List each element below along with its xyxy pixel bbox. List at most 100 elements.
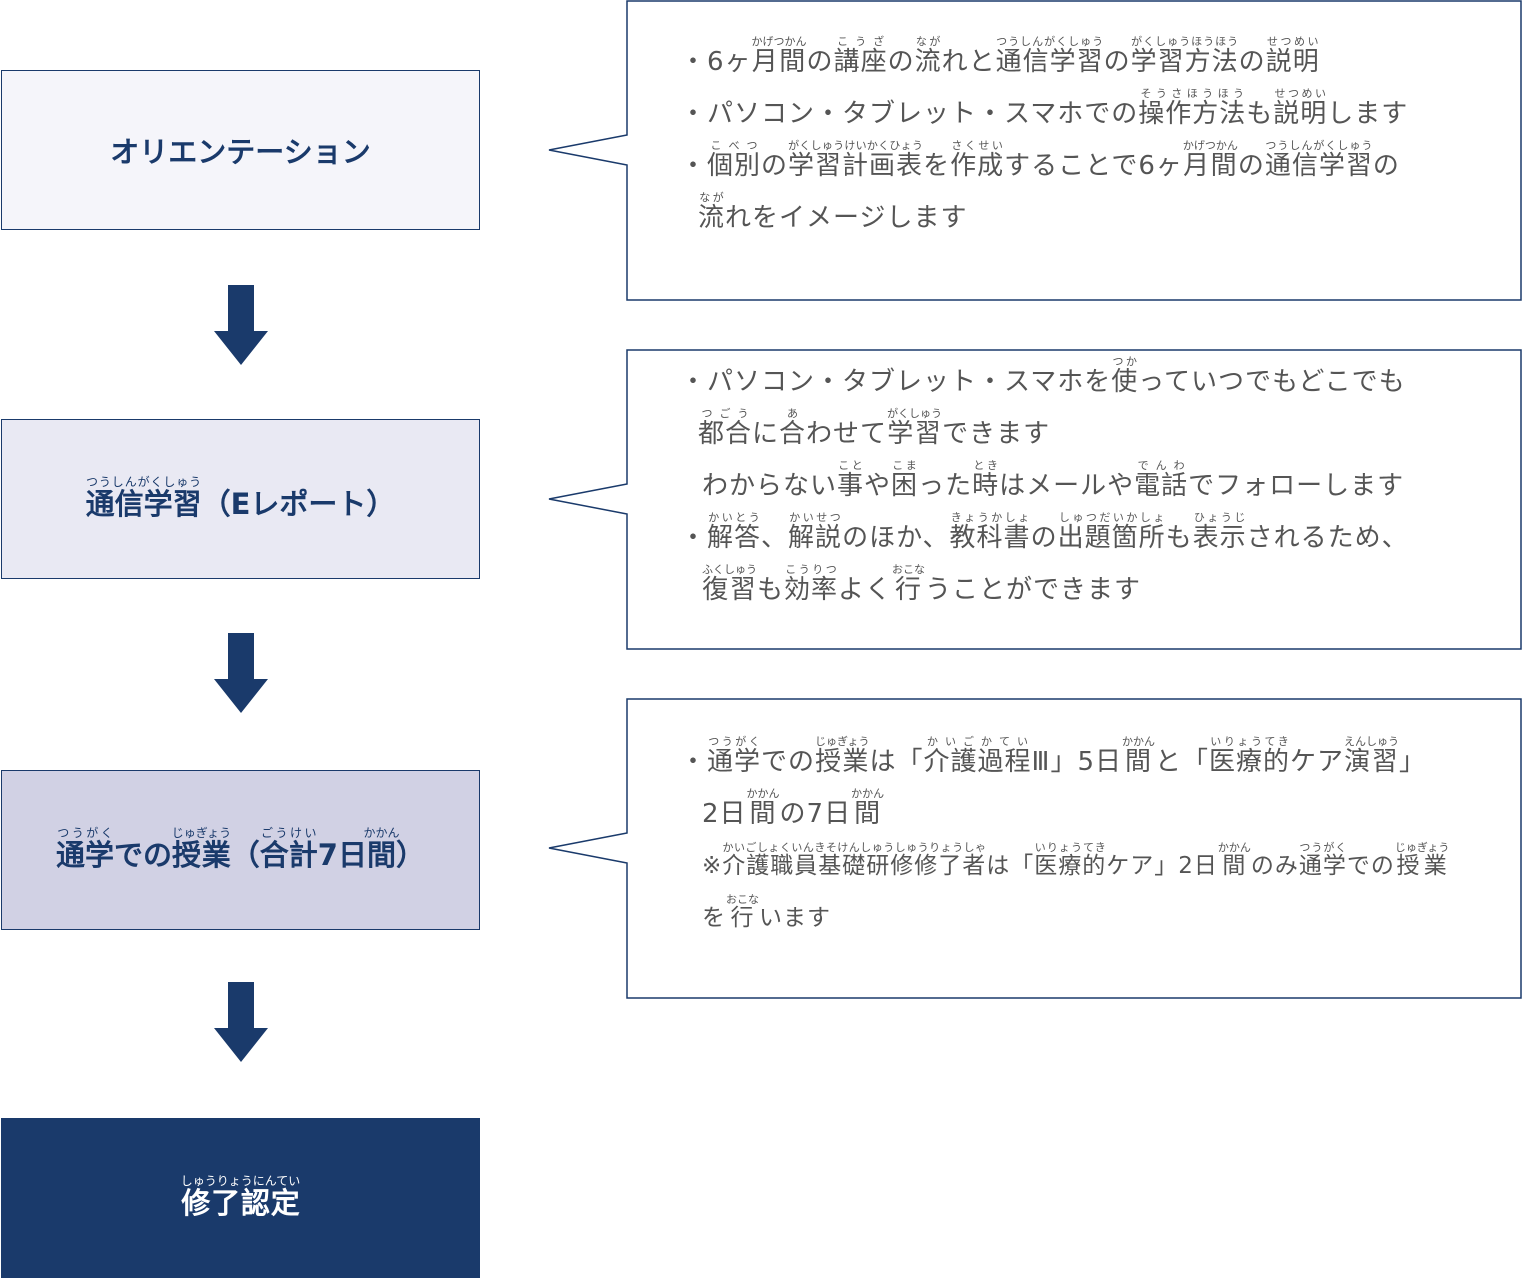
text-segment: ・パソコン・タブレット・スマホを [680, 367, 1112, 397]
text-segment: ・パソコン・タブレット・スマホでの [680, 99, 1139, 129]
ruby-text: 教科書きょうかしょ [949, 511, 1031, 553]
ruby-text: 通学つうがく [1298, 841, 1347, 879]
ruby-text: 効率こうりつ [784, 563, 839, 605]
furigana: せつめい [1265, 35, 1320, 48]
text-segment: よく [838, 575, 893, 605]
ruby-text: 電話でんわ [1134, 459, 1189, 501]
ruby-text: 通学つうがく [56, 826, 115, 872]
step-title: 通学つうがくでの授業じゅぎょう（合計ごうけい7日間かかん） [56, 826, 425, 874]
ruby-text: 月間かげつかん [751, 35, 807, 77]
ruby-text: 困こま [891, 459, 919, 501]
text-segment: のほか、 [842, 523, 950, 553]
text-segment: （ [230, 838, 260, 872]
furigana: かいごかてい [923, 735, 1032, 748]
furigana: きょうかしょ [949, 511, 1031, 524]
ruby-text: 授業じゅぎょう [171, 826, 232, 872]
ruby-text: 間かかん [1217, 841, 1251, 879]
text-segment: れをイメージします [725, 203, 968, 233]
speech-bubble-border [548, 698, 1522, 999]
ruby-text: 間かかん [851, 787, 885, 829]
text-segment: の [1103, 47, 1131, 77]
furigana: かいせつ [788, 511, 843, 524]
text-segment: します [1327, 99, 1409, 129]
text-segment: の [1372, 151, 1400, 181]
text-segment: も [757, 575, 785, 605]
furigana: こうりつ [784, 563, 839, 576]
ruby-text: 介護過程かいごかてい [923, 735, 1032, 777]
ruby-text: 月間かげつかん [1182, 139, 1238, 181]
step-title: 修了認定しゅうりょうにんてい [181, 1174, 300, 1222]
text-segment: の7日 [779, 799, 852, 829]
text-segment: は「 [869, 747, 924, 777]
step-classroom-lessons: 通学つうがくでの授業じゅぎょう（合計ごうけい7日間かかん） [1, 770, 480, 930]
ruby-text: 都合つごう [698, 407, 753, 449]
down-arrow-icon [214, 285, 268, 365]
bullet-line: を行おこないます [680, 892, 1449, 944]
text-segment: と「 [1155, 747, 1210, 777]
step-title: オリエンテーション [110, 129, 370, 171]
ruby-text: 操作方法そうさほうほう [1138, 87, 1247, 129]
ruby-text: 表示ひょうじ [1192, 511, 1247, 553]
ruby-text: 介護職員基礎研修修了者かいごしょくいんきそけんしゅうしゅうりょうしゃ [722, 841, 987, 879]
step-title: 通信学習つうしんがくしゅう（Eレポート） [86, 475, 396, 523]
text-segment: ） [395, 838, 425, 872]
text-segment: っていつでもどこでも [1138, 367, 1406, 397]
callout-orientation: ・6ヶ月間かげつかんの講座こうざの流ながれと通信学習つうしんがくしゅうの学習方法… [548, 0, 1522, 302]
ruby-text: 使つか [1111, 355, 1139, 397]
ruby-text: 説明せつめい [1265, 35, 1320, 77]
text-segment: に [752, 419, 780, 449]
text-segment: できます [942, 419, 1051, 449]
furigana: こうざ [833, 35, 888, 48]
text-segment: ・ [680, 523, 708, 553]
furigana: がくしゅうけいかくひょう [788, 139, 924, 152]
ruby-text: 通信学習つうしんがくしゅう [85, 475, 202, 521]
furigana: かげつかん [1182, 139, 1238, 152]
ruby-text: 流なが [698, 191, 726, 233]
ruby-text: 合計ごうけい [259, 826, 318, 872]
step-correspondence-study: 通信学習つうしんがくしゅう（Eレポート） [1, 419, 480, 579]
furigana: ごうけい [259, 826, 318, 840]
text-segment: や [864, 471, 892, 501]
bullet-line: ・パソコン・タブレット・スマホでの操作方法そうさほうほうも説明せつめいします [680, 87, 1409, 140]
furigana: つうしんがくしゅう [1264, 139, 1373, 152]
ruby-text: 修了認定しゅうりょうにんてい [180, 1174, 301, 1220]
ruby-text: 復習ふくしゅう [702, 563, 757, 605]
speech-bubble-border [548, 0, 1522, 301]
furigana: つうがく [1298, 841, 1347, 854]
furigana: がくしゅう [887, 407, 943, 420]
callout-correspondence-study: ・パソコン・タブレット・スマホを使つかっていつでもどこでも都合つごうに合あわせて… [548, 349, 1522, 651]
ruby-text: 作成さくせい [950, 139, 1005, 181]
furigana: かかん [1122, 735, 1155, 748]
furigana: かいとう [707, 511, 762, 524]
ruby-text: 学習計画表がくしゅうけいかくひょう [788, 139, 924, 181]
furigana: じゅぎょう [815, 735, 870, 748]
ruby-text: 学習方法がくしゅうほうほう [1130, 35, 1239, 77]
ruby-text: 通信学習つうしんがくしゅう [995, 35, 1104, 77]
furigana: かかん [851, 787, 885, 800]
text-segment: ケア [1290, 747, 1345, 777]
bullet-line: ・6ヶ月間かげつかんの講座こうざの流ながれと通信学習つうしんがくしゅうの学習方法… [680, 35, 1408, 88]
text-segment: Ⅲ」5日 [1031, 747, 1122, 777]
text-segment: います [759, 905, 831, 931]
text-segment: （Eレポート） [201, 487, 396, 521]
furigana: こま [891, 459, 919, 472]
text-segment: も [1165, 523, 1193, 553]
text-segment: でフォローします [1188, 471, 1405, 501]
ruby-text: 通学つうがく [707, 735, 762, 777]
text-segment: 7日 [317, 838, 367, 872]
furigana: かかん [363, 826, 400, 840]
text-segment: ・ [680, 747, 708, 777]
furigana: せつめい [1273, 87, 1328, 100]
furigana: つうしんがくしゅう [995, 35, 1104, 48]
ruby-text: 説明せつめい [1273, 87, 1328, 129]
ruby-text: 医療的いりょうてき [1209, 735, 1291, 777]
speech-bubble-border [548, 349, 1522, 650]
ruby-text: 時とき [972, 459, 1000, 501]
text-segment: 2日 [702, 799, 747, 829]
text-segment: ※ [702, 853, 723, 879]
furigana: がくしゅうほうほう [1130, 35, 1239, 48]
text-segment: されるため、 [1246, 523, 1409, 553]
text-segment: での [761, 747, 816, 777]
ruby-text: 事こと [837, 459, 865, 501]
